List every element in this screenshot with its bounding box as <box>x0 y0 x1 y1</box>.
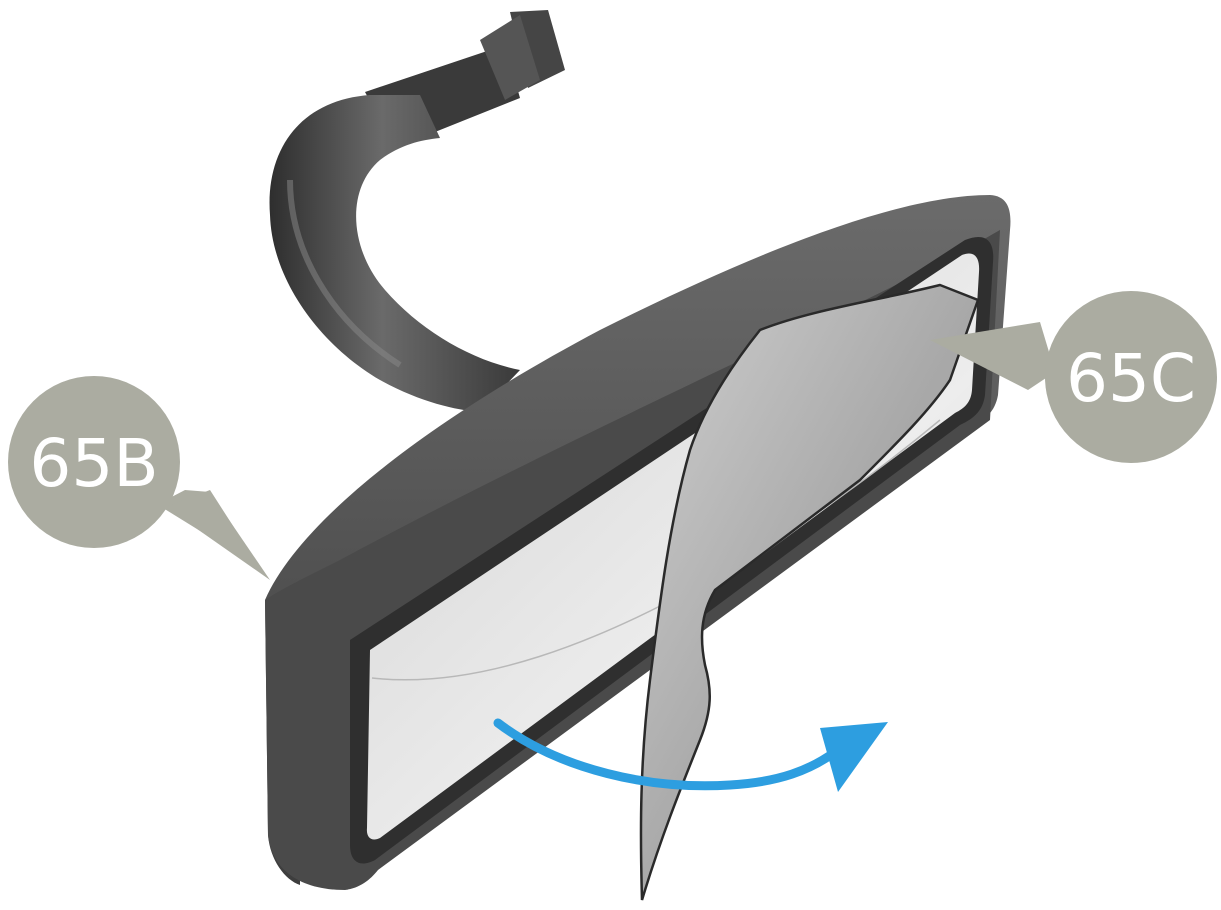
callout-65c-label: 65C <box>1066 340 1196 417</box>
callout-65b-bubble <box>8 376 180 548</box>
callout-65c: 65C <box>930 291 1217 463</box>
mounting-arm <box>269 10 565 412</box>
curved-arrow-right-icon <box>493 718 888 792</box>
callout-65b: 65B <box>8 376 270 580</box>
callout-65b-label: 65B <box>29 425 158 502</box>
callout-65c-bubble <box>1045 291 1217 463</box>
